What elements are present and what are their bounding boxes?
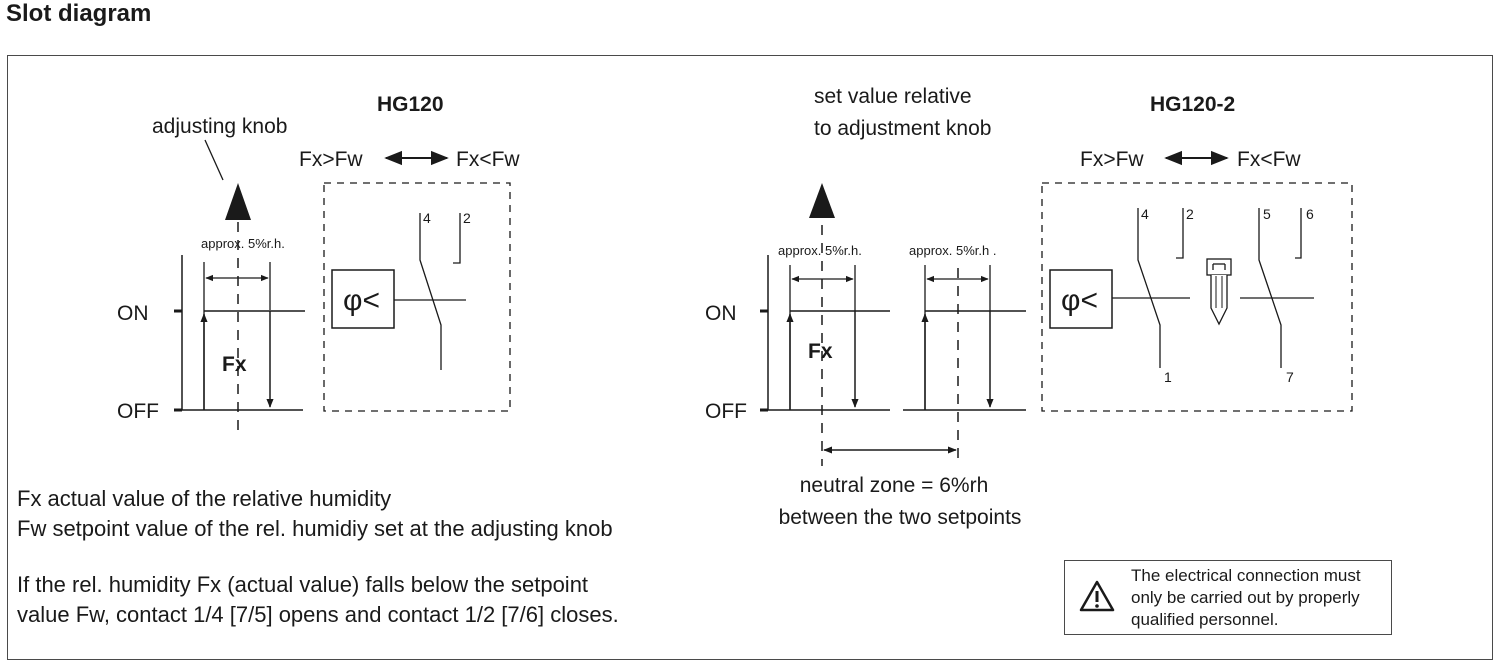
warning-line-3: qualified personnel.: [1131, 610, 1279, 629]
hg120-2-off-label: OFF: [705, 400, 747, 423]
terminal-7: 7: [1286, 369, 1294, 385]
set-value-arrow-icon: [809, 183, 835, 218]
neutral-zone-label-line2: between the two setpoints: [779, 506, 1022, 529]
knob-leader-line: [204, 139, 224, 181]
hg120-terminal-2: 2: [463, 210, 471, 226]
legend-fw: Fw setpoint value of the rel. humidiy se…: [17, 516, 613, 541]
contact-7-5: [1258, 208, 1282, 368]
diagram-frame: [7, 55, 1493, 660]
hg120-2-on-label: ON: [705, 302, 737, 325]
adjustment-screw-icon: [1206, 258, 1232, 326]
page-title: Slot diagram: [6, 0, 152, 27]
hg120-2-model-label: HG120-2: [1150, 93, 1235, 116]
hg120-model-label: HG120: [377, 93, 444, 116]
hg120-sensor-symbol: φ<: [343, 284, 380, 317]
adjusting-knob-label: adjusting knob: [152, 115, 287, 138]
knob-setpoint-arrow-icon: [225, 183, 251, 220]
neutral-zone-label-line1: neutral zone = 6%rh: [800, 474, 989, 497]
contact-1-4: [1137, 208, 1161, 368]
legend-fx: Fx actual value of the relative humidity: [17, 486, 392, 511]
set-value-label-line2: to adjustment knob: [814, 117, 991, 140]
hg120-off-label: OFF: [117, 400, 159, 423]
hg120-hysteresis-label: approx. 5%r.h.: [201, 236, 285, 251]
warning-line-1: The electrical connection must: [1131, 566, 1361, 585]
terminal-5: 5: [1263, 206, 1271, 222]
warning-triangle-icon: [1079, 580, 1115, 612]
warning-text: The electrical connection must only be c…: [1131, 565, 1361, 631]
terminal-4: 4: [1141, 206, 1149, 222]
hysteresis-1-label: approx. 5%r.h.: [778, 243, 862, 258]
hg120-contact-2: [453, 213, 461, 264]
hg120-fx-gt-fw: Fx>Fw: [299, 148, 363, 171]
hg120-2-diagram: set value relative to adjustment knob HG…: [705, 85, 1353, 529]
set-value-label-line1: set value relative: [814, 85, 972, 108]
hg120-switch-box: [323, 182, 511, 412]
hg120-2-humidity-sensor-icon: [1049, 269, 1113, 329]
note-line-1: If the rel. humidity Fx (actual value) f…: [17, 572, 589, 597]
hg120-terminal-4: 4: [423, 210, 431, 226]
hg120-2-fx-gt-fw: Fx>Fw: [1080, 148, 1144, 171]
hg120-humidity-sensor-icon: [331, 269, 395, 329]
hysteresis-2-label: approx. 5%r.h .: [909, 243, 996, 258]
hg120-fx-label: Fx: [222, 353, 247, 376]
warning-line-2: only be carried out by properly: [1131, 588, 1360, 607]
terminal-1: 1: [1164, 369, 1172, 385]
contact-6: [1295, 208, 1302, 259]
note-line-2: value Fw, contact 1/4 [7/5] opens and co…: [17, 602, 619, 627]
hg120-2-switch-box: [1041, 182, 1353, 412]
terminal-6: 6: [1306, 206, 1314, 222]
hg120-contact-1-4: [419, 213, 442, 370]
terminal-2: 2: [1186, 206, 1194, 222]
hg120-2-fx-lt-fw: Fx<Fw: [1237, 148, 1301, 171]
hg120-2-sensor-symbol: φ<: [1061, 284, 1098, 317]
hg120-2-fx-label: Fx: [808, 340, 833, 363]
hg120-fx-lt-fw: Fx<Fw: [456, 148, 520, 171]
hg120-diagram: HG120 adjusting knob Fx>Fw Fx<Fw approx.…: [117, 93, 520, 436]
hg120-on-label: ON: [117, 302, 149, 325]
contact-2: [1176, 208, 1184, 259]
warning-box: The electrical connection must only be c…: [1064, 560, 1392, 635]
